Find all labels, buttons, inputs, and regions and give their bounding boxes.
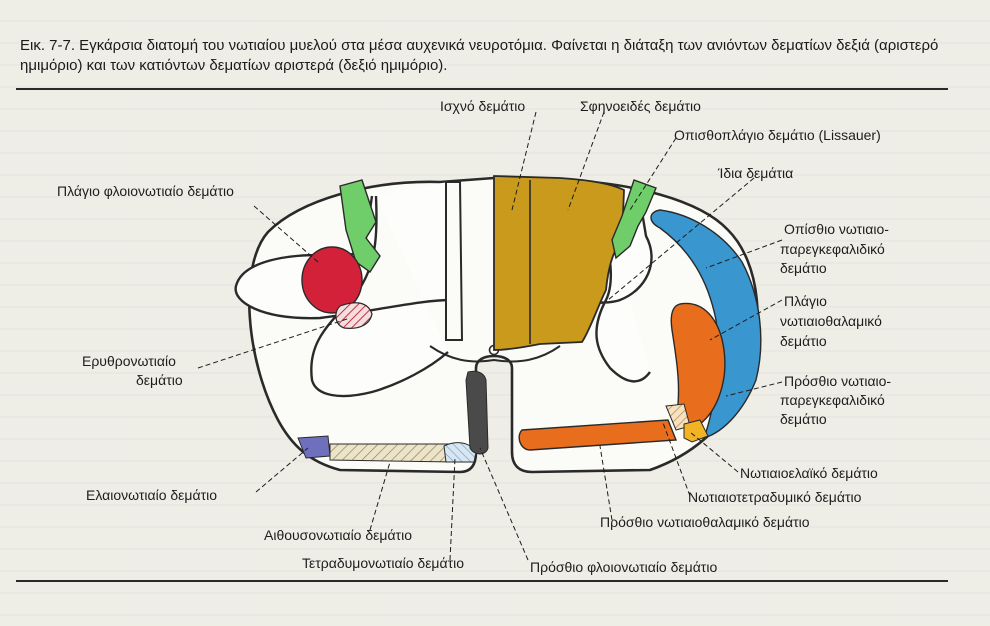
label-cuneate: Σφηνοειδές δεμάτιο <box>580 98 701 114</box>
label-dorsal-spinocerebellar-3: δεμάτιο <box>780 260 827 276</box>
label-lissauer: Οπισθοπλάγιο δεμάτιο (Lissauer) <box>674 127 881 143</box>
label-gracile: Ισχνό δεμάτιο <box>440 98 525 114</box>
gracile-cuneate-fasciculi <box>493 175 625 351</box>
label-vestibulospinal: Αιθουσονωτιαίο δεμάτιο <box>264 527 412 543</box>
lateral-corticospinal-tract <box>301 246 363 314</box>
label-fasciculi-proprii: Ίδια δεμάτια <box>717 165 793 181</box>
central-region <box>429 345 561 363</box>
rubrospinal-tract <box>335 302 373 329</box>
label-ventral-spinocerebellar-2: παρεγκεφαλιδικό <box>780 392 885 408</box>
label-anterior-spinothalamic: Πρόσθιο νωτιαιοθαλαμικό δεμάτιο <box>600 514 810 530</box>
label-ventral-spinocerebellar-1: Πρόσθιο νωτιαιο- <box>784 373 891 389</box>
top-rule <box>16 88 948 90</box>
label-tectospinal: Τετραδυμονωτιαίο δεμάτιο <box>302 555 464 571</box>
label-dorsal-spinocerebellar-1: Οπίσθιο νωτιαιο- <box>784 221 889 237</box>
tectospinal-tract <box>443 442 477 463</box>
lissauer-tract-left <box>339 179 381 274</box>
anterior-spinothalamic-tract <box>518 419 678 451</box>
anterior-corticospinal-tract <box>465 370 489 455</box>
label-spinotectal: Νωτιαιοτετραδυμικό δεμάτιο <box>688 489 862 505</box>
leader-lines <box>197 111 783 561</box>
bottom-rule <box>16 580 948 582</box>
label-dorsal-spinocerebellar-2: παρεγκεφαλιδικό <box>780 241 885 257</box>
figure-caption: Εικ. 7-7. Εγκάρσια διατομή του νωτιαίου … <box>20 37 939 74</box>
label-lateral-spinothalamic-3: δεμάτιο <box>780 333 827 349</box>
label-lateral-spinothalamic-2: νωτιαιοθαλαμικό <box>780 313 882 329</box>
label-spino-olivary: Νωτιαιοελαϊκό δεμάτιο <box>740 465 878 481</box>
vestibulospinal-tract <box>329 443 455 463</box>
label-ventral-spinocerebellar-3: δεμάτιο <box>780 411 827 427</box>
label-olivospinal: Ελαιονωτιαίο δεμάτιο <box>86 487 217 503</box>
label-rubrospinal-1: Ερυθρονωτιαίο <box>82 353 176 369</box>
label-anterior-corticospinal: Πρόσθιο φλοιονωτιαίο δεμάτιο <box>530 559 717 575</box>
label-rubrospinal-2: δεμάτιο <box>136 372 183 388</box>
posterior-median-septum <box>445 181 464 341</box>
label-lateral-corticospinal: Πλάγιο φλοιονωτιαίο δεμάτιο <box>57 183 234 199</box>
olivospinal-tract <box>297 435 331 459</box>
label-lateral-spinothalamic-1: Πλάγιο <box>784 293 827 309</box>
spino-olivary-tract <box>683 419 709 443</box>
lissauer-tract-right <box>611 179 657 260</box>
